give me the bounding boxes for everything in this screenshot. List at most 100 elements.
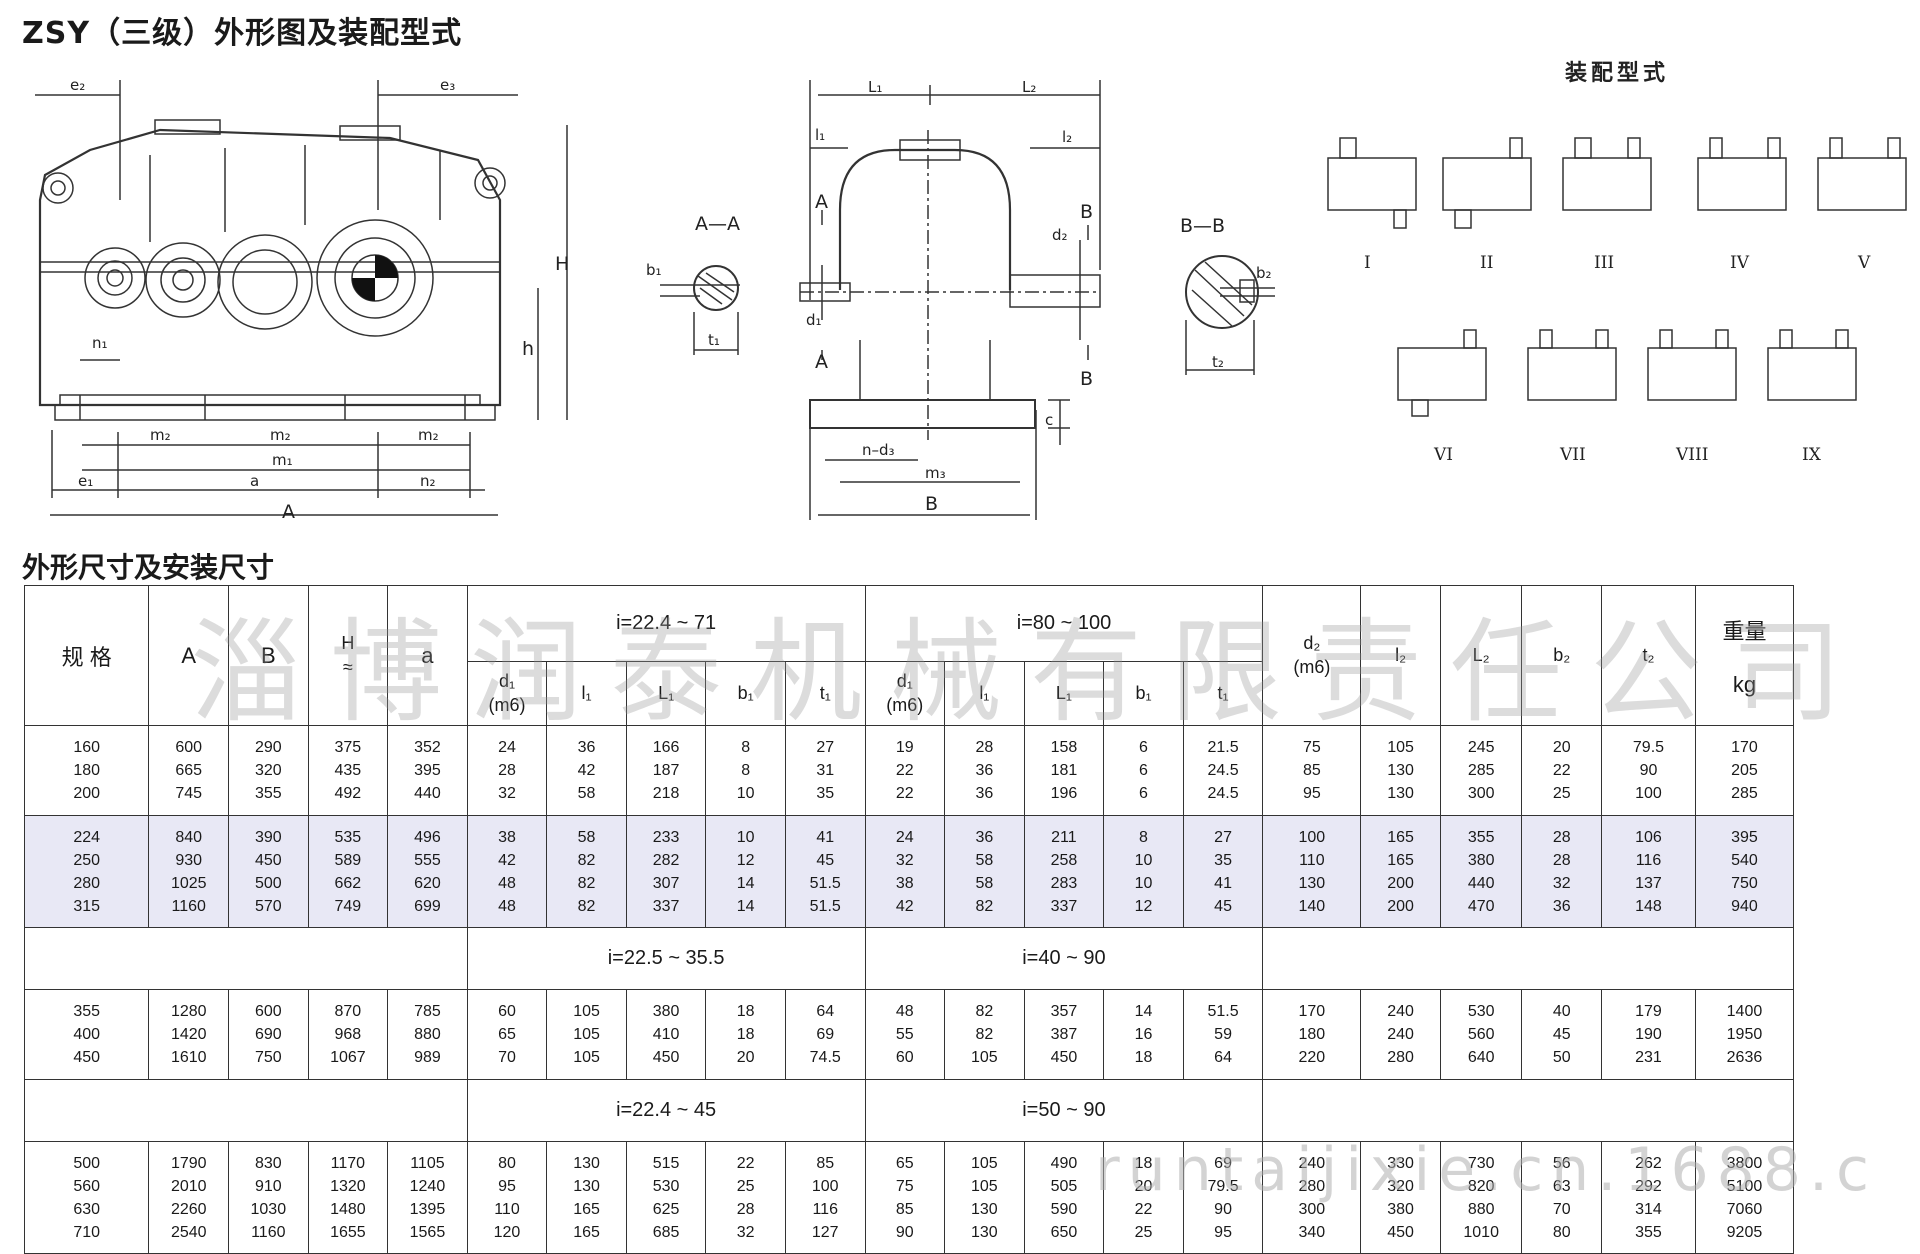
header-L2: L₂ bbox=[1439, 585, 1523, 726]
header-d1-g2: d₁(m6) bbox=[864, 661, 946, 726]
dim-label-A: A bbox=[282, 501, 295, 523]
value-cell: 830 910 1030 1160 bbox=[228, 1141, 309, 1254]
value-cell: 262 292 314 355 bbox=[1601, 1141, 1696, 1254]
value-cell: 6 6 6 bbox=[1103, 725, 1184, 816]
header-ratio-group-2: i=80 ~ 100 bbox=[864, 585, 1264, 662]
value-cell: 380 410 450 bbox=[625, 989, 707, 1080]
assembly-type-3: III bbox=[1594, 253, 1614, 273]
value-cell: 24 32 38 42 bbox=[864, 815, 946, 928]
value-cell: 69 79.5 90 95 bbox=[1182, 1141, 1264, 1254]
separator-blank bbox=[1262, 1079, 1794, 1142]
value-cell: 1105 1240 1395 1565 bbox=[387, 1141, 468, 1254]
dim-label-l1: l₁ bbox=[815, 126, 825, 144]
dim-label-b2: b₂ bbox=[1256, 264, 1272, 282]
dim-label-c: c bbox=[1045, 411, 1053, 429]
value-cell: 165 165 200 200 bbox=[1360, 815, 1441, 928]
value-cell: 357 387 450 bbox=[1023, 989, 1105, 1080]
value-cell: 80 95 110 120 bbox=[466, 1141, 548, 1254]
section-mark-a-bottom: A bbox=[815, 351, 828, 373]
value-cell: 166 187 218 bbox=[625, 725, 707, 816]
value-cell: 8 10 10 12 bbox=[1103, 815, 1184, 928]
value-cell: 36 58 58 82 bbox=[944, 815, 1025, 928]
value-cell: 79.5 90 100 bbox=[1601, 725, 1696, 816]
header-d1-g1-tol: (m6) bbox=[488, 694, 526, 715]
section-aa-title: A—A bbox=[695, 213, 740, 235]
value-cell: 233 282 307 337 bbox=[625, 815, 707, 928]
value-cell: 48 55 60 bbox=[864, 989, 946, 1080]
section-bb-drawing bbox=[1185, 255, 1275, 375]
value-cell: 355 380 440 470 bbox=[1439, 815, 1523, 928]
value-cell: 100 110 130 140 bbox=[1262, 815, 1362, 928]
header-l2: l₂ bbox=[1360, 585, 1441, 726]
value-cell: 28 36 36 bbox=[944, 725, 1025, 816]
value-cell: 27 35 41 45 bbox=[1182, 815, 1264, 928]
value-cell: 496 555 620 699 bbox=[387, 815, 468, 928]
value-cell: 245 285 300 bbox=[1439, 725, 1523, 816]
value-cell: 1280 1420 1610 bbox=[148, 989, 230, 1080]
dim-label-L2: L₂ bbox=[1022, 78, 1036, 96]
header-d1-g1: d₁(m6) bbox=[466, 661, 548, 726]
assembly-type-9: IX bbox=[1802, 445, 1822, 465]
header-d1-g2-tol: (m6) bbox=[886, 694, 924, 715]
value-cell: 240 280 300 340 bbox=[1262, 1141, 1362, 1254]
dim-label-e2: e₂ bbox=[70, 76, 85, 94]
dim-label-l2: l₂ bbox=[1062, 128, 1072, 146]
value-cell: 21.5 24.5 24.5 bbox=[1182, 725, 1264, 816]
value-cell: 58 82 82 82 bbox=[546, 815, 627, 928]
header-t2: t₂ bbox=[1601, 585, 1696, 726]
header-d2-label: d₂ bbox=[1303, 633, 1321, 654]
dim-label-m1: m₁ bbox=[272, 451, 293, 469]
side-view-drawing bbox=[799, 80, 1101, 520]
separator-blank bbox=[1262, 927, 1794, 990]
dim-label-n2: n₂ bbox=[420, 472, 436, 490]
value-cell: 375 435 492 bbox=[307, 725, 389, 816]
header-a: a bbox=[387, 585, 468, 726]
value-cell: 18 18 20 bbox=[705, 989, 786, 1080]
value-cell: 170 180 220 bbox=[1262, 989, 1362, 1080]
value-cell: 179 190 231 bbox=[1601, 989, 1696, 1080]
separator-blank bbox=[24, 927, 468, 990]
value-cell: 105 105 130 130 bbox=[944, 1141, 1025, 1254]
assembly-type-1: I bbox=[1364, 253, 1371, 273]
value-cell: 36 42 58 bbox=[546, 725, 627, 816]
value-cell: 75 85 95 bbox=[1262, 725, 1362, 816]
separator-ratio-1: i=22.4 ~ 45 bbox=[466, 1079, 866, 1142]
dim-label-m3: m₃ bbox=[925, 464, 946, 482]
value-cell: 1790 2010 2260 2540 bbox=[148, 1141, 230, 1254]
value-cell: 352 395 440 bbox=[387, 725, 468, 816]
value-cell: 530 560 640 bbox=[1439, 989, 1523, 1080]
header-t1-g2: t₁ bbox=[1182, 661, 1264, 726]
value-cell: 51.5 59 64 bbox=[1182, 989, 1264, 1080]
value-cell: 785 880 989 bbox=[387, 989, 468, 1080]
value-cell: 24 28 32 bbox=[466, 725, 548, 816]
value-cell: 106 116 137 148 bbox=[1601, 815, 1696, 928]
section-aa-drawing bbox=[660, 265, 740, 355]
assembly-type-7: VII bbox=[1559, 445, 1586, 465]
value-cell: 600 665 745 bbox=[148, 725, 230, 816]
value-cell: 730 820 880 1010 bbox=[1439, 1141, 1523, 1254]
size-cell: 160 180 200 bbox=[23, 725, 150, 816]
value-cell: 20 22 25 bbox=[1521, 725, 1603, 816]
header-L1-g2: L₁ bbox=[1023, 661, 1105, 726]
size-cell: 500 560 630 710 bbox=[23, 1141, 150, 1254]
header-d1-g1-label: d₁ bbox=[498, 671, 516, 692]
value-cell: 105 105 105 bbox=[546, 989, 627, 1080]
dim-label-h: h bbox=[522, 338, 534, 360]
separator-ratio-1: i=22.5 ~ 35.5 bbox=[466, 927, 866, 990]
header-weight-unit: kg bbox=[1732, 671, 1757, 697]
separator-ratio-2: i=40 ~ 90 bbox=[864, 927, 1264, 990]
dim-label-t2: t₂ bbox=[1212, 353, 1224, 371]
dim-label-e3: e₃ bbox=[440, 76, 455, 94]
assembly-type-2: II bbox=[1480, 253, 1493, 273]
value-cell: 41 45 51.5 51.5 bbox=[784, 815, 866, 928]
value-cell: 40 45 50 bbox=[1521, 989, 1603, 1080]
assembly-type-8: VIII bbox=[1675, 445, 1708, 465]
header-l1-g2: l₁ bbox=[944, 661, 1025, 726]
value-cell: 211 258 283 337 bbox=[1023, 815, 1105, 928]
value-cell: 14 16 18 bbox=[1103, 989, 1184, 1080]
value-cell: 8 8 10 bbox=[705, 725, 786, 816]
dim-label-e1: e₁ bbox=[78, 472, 93, 490]
